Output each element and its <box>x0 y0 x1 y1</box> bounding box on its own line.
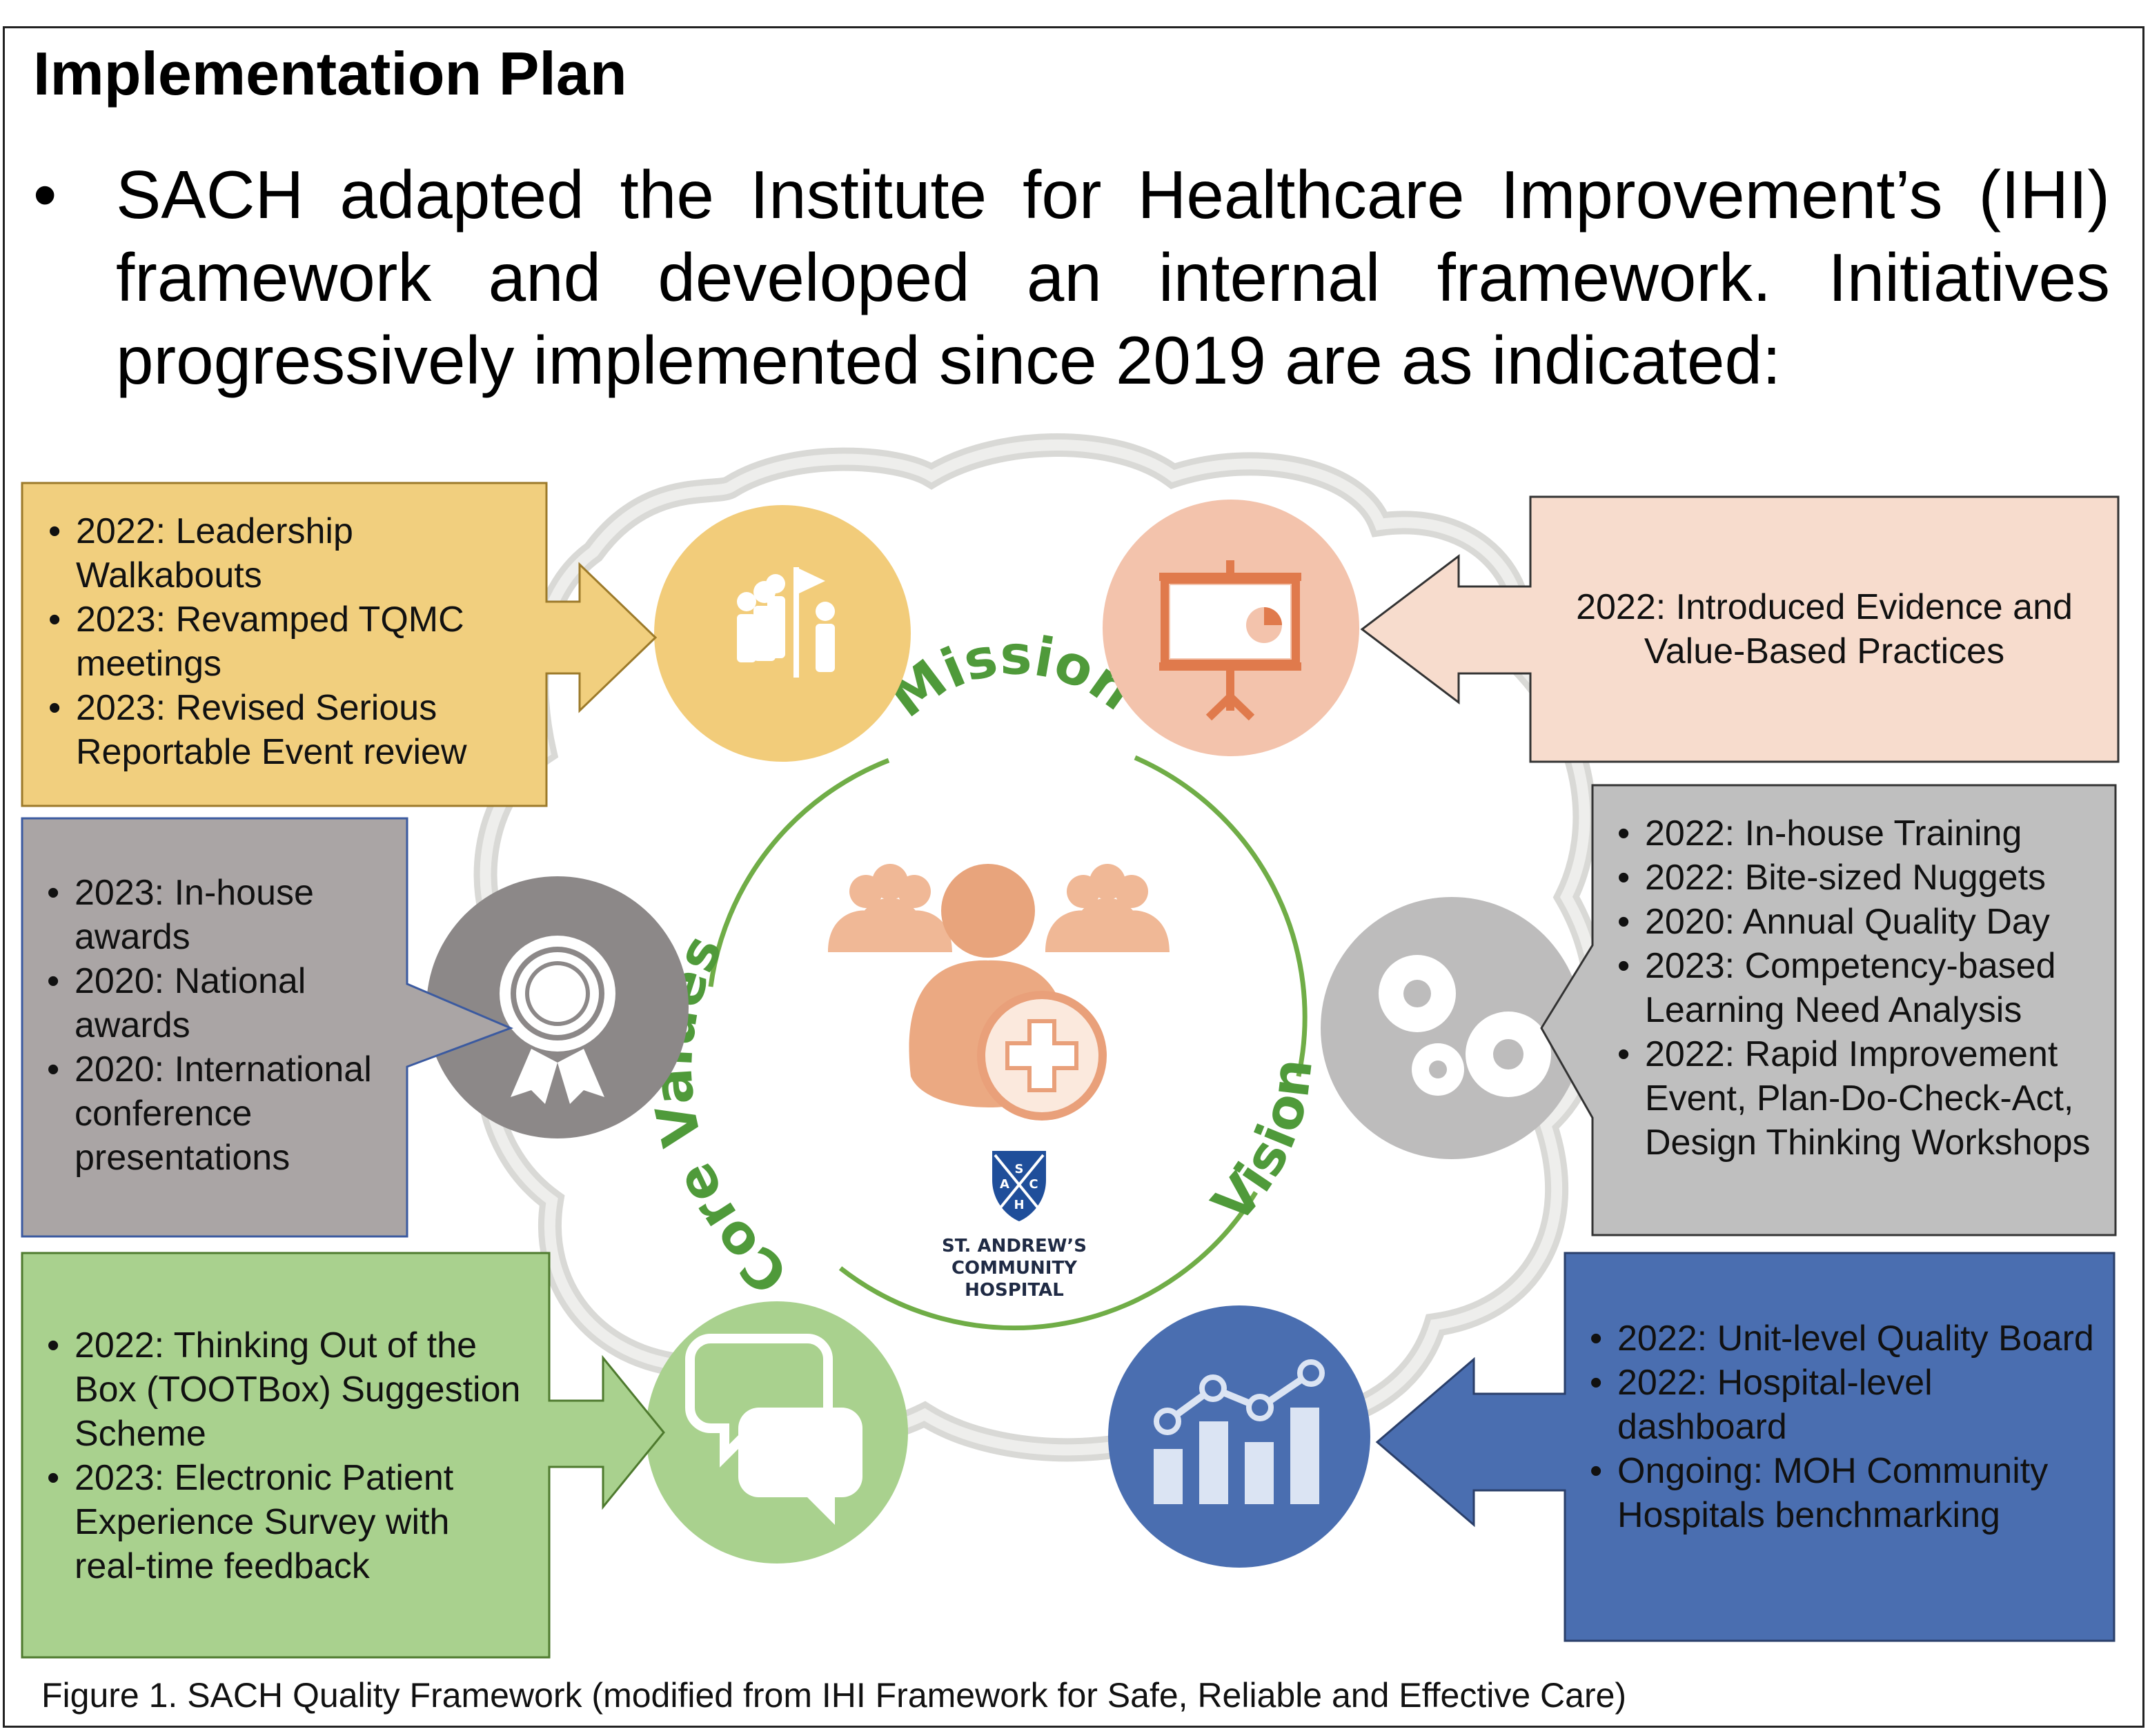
quality-box: 2022: Unit-level Quality Board 2022: Hos… <box>1590 1316 2100 1537</box>
evidence-text: 2022: Introduced Evidence and Value-Base… <box>1576 587 2073 671</box>
leadership-team-icon <box>654 505 911 762</box>
awards-box: 2023: In-house awards 2020: National awa… <box>47 871 406 1180</box>
list-item: 2023: In-house awards <box>47 871 406 959</box>
presentation-board-icon <box>1103 500 1359 756</box>
svg-text:A: A <box>1000 1177 1009 1192</box>
list-item: Ongoing: MOH Community Hospitals benchma… <box>1590 1449 2100 1537</box>
intro-paragraph: • SACH adapted the Institute for Healthc… <box>33 153 2110 402</box>
hospital-name-line2: COMMUNITY HOSPITAL <box>951 1258 1078 1301</box>
svg-text:H: H <box>1014 1198 1024 1212</box>
list-item: 2022: Thinking Out of the Box (TOOTBox) … <box>47 1323 530 1456</box>
inner-circle <box>708 755 1308 1331</box>
hospital-logo: S A C H <box>992 1151 1046 1221</box>
list-item: 2020: Annual Quality Day <box>1617 900 2100 944</box>
hospital-name: ST. ANDREW’S COMMUNITY HOSPITAL <box>925 1235 1104 1301</box>
list-item: 2022: Leadership Walkabouts <box>48 509 531 598</box>
patient-care-icon <box>828 864 1170 1121</box>
list-item: 2022: Unit-level Quality Board <box>1590 1316 2100 1361</box>
slide-frame <box>3 26 2144 1728</box>
list-item: 2022: Rapid Improvement Event, Plan-Do-C… <box>1617 1032 2100 1165</box>
list-item: 2023: Revamped TQMC meetings <box>48 598 531 686</box>
intro-bullet: • <box>33 157 57 233</box>
leadership-box: 2022: Leadership Walkabouts 2023: Revamp… <box>48 509 531 774</box>
list-item: 2022: In-house Training <box>1617 811 2100 856</box>
svg-text:C: C <box>1029 1177 1038 1192</box>
svg-text:S: S <box>1015 1162 1024 1176</box>
gears-icon <box>1321 897 1583 1159</box>
list-item: 2023: Revised Serious Reportable Event r… <box>48 686 531 774</box>
figure-caption: Figure 1. SACH Quality Framework (modifi… <box>41 1676 1627 1715</box>
hospital-name-line1: ST. ANDREW’S <box>942 1236 1087 1256</box>
page-title: Implementation Plan <box>33 39 627 108</box>
feedback-box: 2022: Thinking Out of the Box (TOOTBox) … <box>47 1323 530 1588</box>
speech-bubbles-icon <box>646 1301 908 1564</box>
award-ribbon-icon <box>426 876 689 1138</box>
list-item: 2023: Electronic Patient Experience Surv… <box>47 1456 530 1588</box>
list-item: 2020: International conference presentat… <box>47 1047 406 1180</box>
evidence-box-shape <box>1360 495 2120 763</box>
training-box: 2022: In-house Training 2022: Bite-sized… <box>1617 811 2100 1165</box>
bar-line-chart-icon <box>1108 1305 1370 1568</box>
list-item: 2022: Hospital-level dashboard <box>1590 1361 2100 1449</box>
list-item: 2023: Competency-based Learning Need Ana… <box>1617 944 2100 1032</box>
intro-text: SACH adapted the Institute for Healthcar… <box>116 157 2110 398</box>
evidence-box: 2022: Introduced Evidence and Value-Base… <box>1530 497 2118 762</box>
list-item: 2020: National awards <box>47 959 406 1047</box>
list-item: 2022: Bite-sized Nuggets <box>1617 856 2100 900</box>
